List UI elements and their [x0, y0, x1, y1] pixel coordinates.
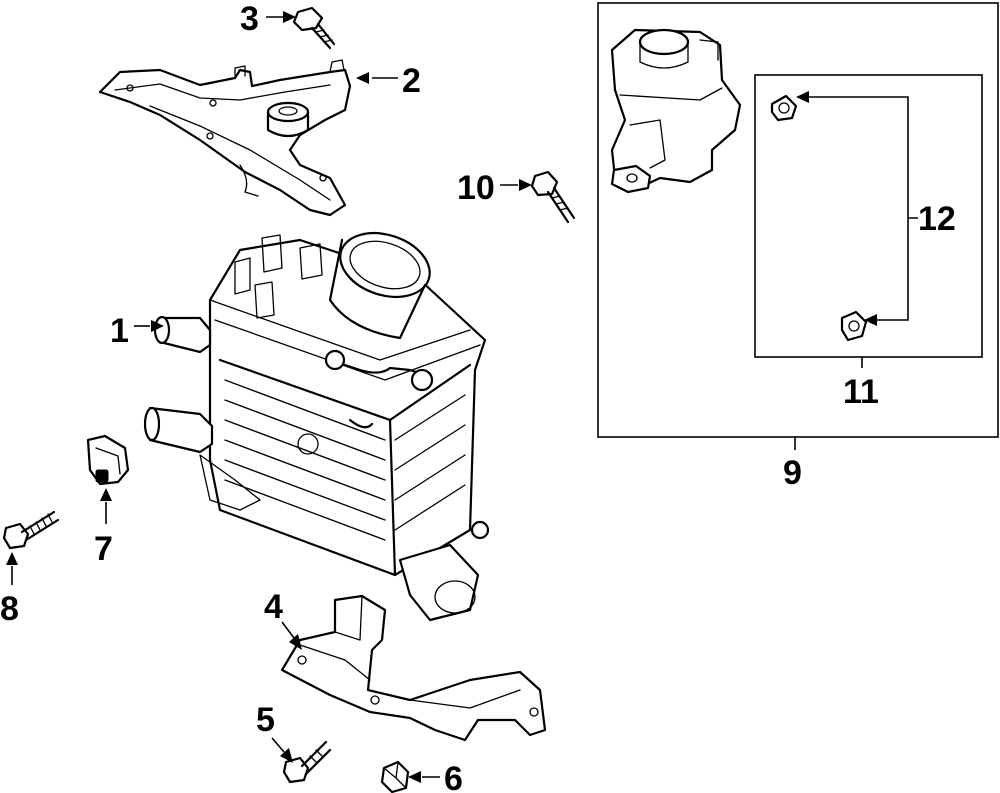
callout-4: 4 [264, 588, 283, 626]
arrow-3 [283, 11, 296, 23]
reservoir-kit-box-part-9 [597, 2, 999, 438]
lower-bracket-part-4 [280, 594, 547, 742]
leader-line-4 [281, 621, 295, 639]
bolt-part-5 [282, 740, 332, 784]
arrow-1 [151, 320, 164, 332]
callout-5: 5 [256, 701, 275, 739]
arrow-6 [408, 771, 421, 783]
nut-part-6 [380, 760, 410, 793]
bolt-part-10 [530, 170, 576, 224]
arrow-12-top [796, 91, 809, 103]
arrow-12-bottom [864, 314, 877, 326]
arrow-7 [100, 488, 112, 501]
bolt-part-3 [292, 6, 336, 50]
bolt-part-8 [2, 510, 60, 550]
arrow-8 [6, 552, 18, 565]
leader-line-5 [271, 737, 285, 753]
sensor-part-7 [86, 434, 130, 486]
arrow-4 [289, 634, 302, 650]
callout-9: 9 [783, 454, 802, 492]
callout-1: 1 [110, 312, 129, 350]
callout-2: 2 [402, 62, 421, 100]
callout-7: 7 [94, 530, 113, 568]
arrow-5 [280, 748, 293, 763]
upper-bracket-part-2 [98, 59, 352, 217]
arrow-10 [519, 179, 532, 191]
intercooler-part-1 [143, 232, 490, 622]
callout-3: 3 [240, 0, 259, 38]
leader-bracket-12 [808, 96, 918, 321]
callout-12: 12 [918, 200, 956, 238]
callout-8: 8 [0, 590, 19, 628]
callout-11: 11 [843, 373, 879, 411]
callout-10: 10 [457, 169, 495, 207]
callout-6: 6 [444, 760, 463, 793]
arrow-2 [356, 72, 369, 84]
